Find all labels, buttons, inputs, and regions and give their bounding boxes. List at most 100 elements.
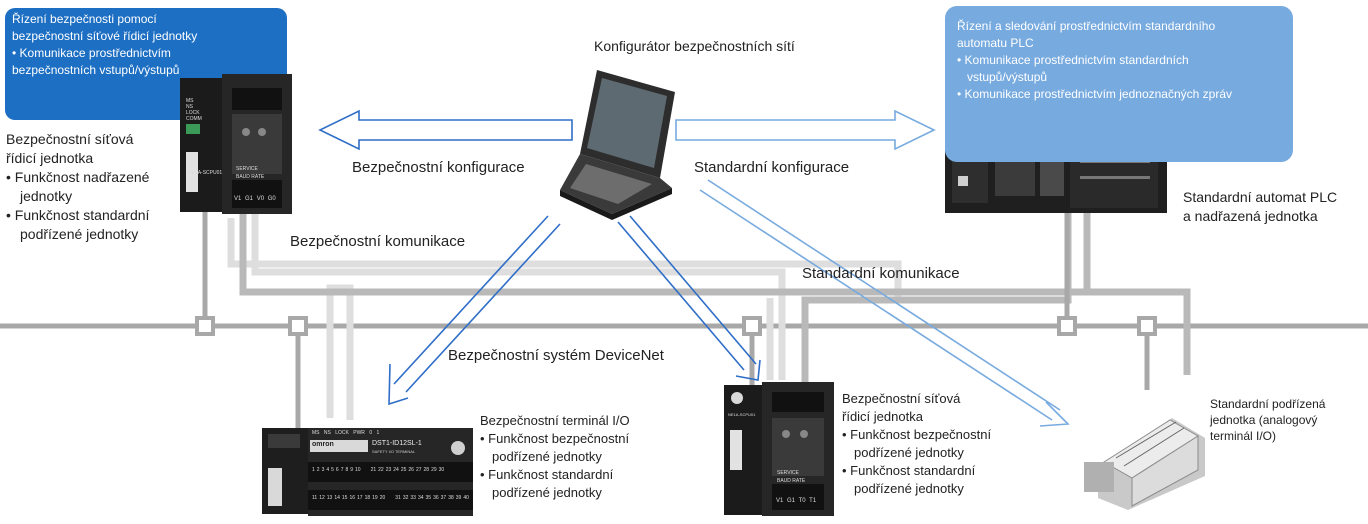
safety-configuration-label: Bezpečnostní konfigurace: [352, 159, 525, 176]
io-terminal-number: 4: [326, 467, 330, 473]
description-line: terminál I/O): [1210, 429, 1277, 443]
io-terminal-number: 12: [319, 495, 325, 501]
description-line: Bezpečnostní terminál I/O: [480, 413, 630, 428]
io-terminal-number: 21: [370, 467, 377, 473]
plc-description: Standardní automat PLC a nadřazená jedno…: [1183, 188, 1337, 226]
tap-junction: [1057, 316, 1077, 336]
io-terminal-number: 15: [341, 495, 348, 501]
description-line: Standardní podřízená: [1210, 397, 1326, 411]
info-line: • Komunikace prostřednictvím standardníc…: [957, 53, 1189, 67]
led-label: MS: [186, 98, 194, 104]
right-controller-terminals: V1 G1 T0 T1: [776, 498, 816, 504]
info-line: bezpečnostní síťové řídicí jednotky: [12, 29, 198, 43]
terminal-label: G1: [245, 196, 254, 202]
description-line: Bezpečnostní síťová: [842, 391, 961, 406]
io-terminal-number: 2: [316, 467, 320, 473]
description-line: podřízené jednotky: [20, 226, 139, 242]
laptop-configurator-icon: [560, 70, 675, 220]
right-controller-service: SERVICE: [777, 470, 799, 476]
info-line: • Komunikace prostřednictvím jednoznačný…: [957, 87, 1232, 101]
terminal-label: T0: [798, 498, 806, 504]
io-terminal-number: 11: [312, 495, 318, 501]
io-top-labels: MS NS LOCK PWR 0 1: [312, 430, 379, 436]
analog-io-terminal-icon: [1084, 418, 1205, 510]
safety-communication-paths: [227, 210, 902, 420]
io-terminal-number: 25: [400, 467, 407, 473]
standard-configuration-label: Standardní konfigurace: [694, 159, 850, 176]
info-line: automatu PLC: [957, 36, 1034, 50]
io-terminal-number: 6: [335, 467, 339, 473]
safety-network-controller-right-icon: [724, 382, 834, 516]
led-label: NS: [323, 430, 331, 436]
led-label: COMM: [186, 116, 202, 122]
io-terminal-number: 8: [345, 467, 349, 473]
led-label: 0: [369, 430, 373, 436]
io-terminal-number: 31: [395, 495, 401, 501]
tap-junction: [1137, 316, 1157, 336]
description-line: a nadřazená jednotka: [1183, 208, 1318, 224]
io-brand: omron: [312, 441, 334, 448]
description-line: • Funkčnost standardní: [6, 207, 150, 223]
description-line: Bezpečnostní síťová: [6, 131, 134, 147]
io-terminal-number: 39: [455, 495, 462, 501]
terminal-label: V1: [776, 498, 784, 504]
info-line: • Komunikace prostřednictvím: [12, 46, 171, 60]
io-terminal-description: Bezpečnostní terminál I/O • Funkčnost be…: [480, 412, 630, 502]
standard-communication-paths: [239, 198, 1191, 385]
right-controller-model: NE1A-SCPU01: [728, 412, 756, 417]
io-terminal-number: 14: [334, 495, 340, 501]
io-model: DST1-ID12SL-1: [372, 440, 422, 447]
analog-slave-description: Standardní podřízená jednotka (analogový…: [1210, 396, 1325, 444]
description-line: řídicí jednotka: [6, 150, 94, 166]
io-terminal-number: 13: [326, 495, 333, 501]
controller-left-overlay: [180, 74, 292, 214]
io-terminal-number: 3: [321, 467, 325, 473]
right-controller-baud: BAUD RATE: [777, 478, 806, 484]
info-line: Řízení a sledování prostřednictvím stand…: [957, 19, 1216, 33]
standard-communication-label: Standardní komunikace: [802, 265, 960, 282]
description-line: • Funkčnost standardní: [480, 467, 614, 482]
io-terminal-number: 35: [425, 495, 432, 501]
led-label: 1: [376, 430, 380, 436]
tap-junction: [742, 316, 762, 336]
description-line: Standardní automat PLC: [1183, 189, 1338, 205]
description-line: podřízené jednotky: [854, 481, 964, 496]
io-terminal-number: 9: [350, 467, 354, 473]
tap-junction: [195, 316, 215, 336]
io-terminal-number: 19: [372, 495, 378, 501]
devicenet-system-label: Bezpečnostní systém DeviceNet: [448, 347, 664, 364]
description-line: jednotka (analogový: [1210, 413, 1318, 427]
description-line: • Funkčnost bezpečnostní: [480, 431, 630, 446]
description-line: podřízené jednotky: [492, 485, 602, 500]
io-terminal-number: 20: [379, 495, 386, 501]
standard-configuration-arrow-icon: [675, 109, 936, 151]
io-terminal-number: 34: [417, 495, 424, 501]
io-terminal-number: 5: [331, 467, 334, 473]
left-controller-model: NE1A-SCPU01: [188, 170, 223, 176]
io-terminal-number: 38: [448, 495, 454, 501]
description-line: jednotky: [20, 188, 73, 204]
io-terminal-number: 32: [402, 495, 409, 501]
led-label: LOCK: [335, 430, 349, 436]
plc-control-info-box: Řízení a sledování prostřednictvím stand…: [945, 6, 1293, 162]
io-terminal-number: 33: [410, 495, 416, 501]
io-terminal-number: 23: [385, 467, 392, 473]
configurator-label: Konfigurátor bezpečnostních sítí: [594, 38, 795, 54]
info-line: Řízení bezpečnosti pomocí: [12, 12, 157, 26]
description-line: řídicí jednotka: [842, 409, 923, 424]
led-label: PWR: [353, 430, 365, 436]
io-terminal-number: 10: [355, 467, 361, 473]
io-terminal-number: 22: [378, 467, 384, 473]
io-terminal-number: 17: [357, 495, 363, 501]
io-terminal-number: 1: [312, 467, 315, 473]
info-line: bezpečnostních vstupů/výstupů: [12, 63, 180, 77]
terminal-label: V1: [234, 196, 242, 202]
safety-io-terminal-icon: [262, 428, 473, 516]
tap-junction: [288, 316, 308, 336]
io-terminal-number: 18: [364, 495, 371, 501]
left-controller-description: Bezpečnostní síťová řídicí jednotka • Fu…: [6, 130, 149, 244]
description-line: • Funkčnost standardní: [842, 463, 976, 478]
safety-configuration-arrow-icon: [318, 109, 573, 151]
